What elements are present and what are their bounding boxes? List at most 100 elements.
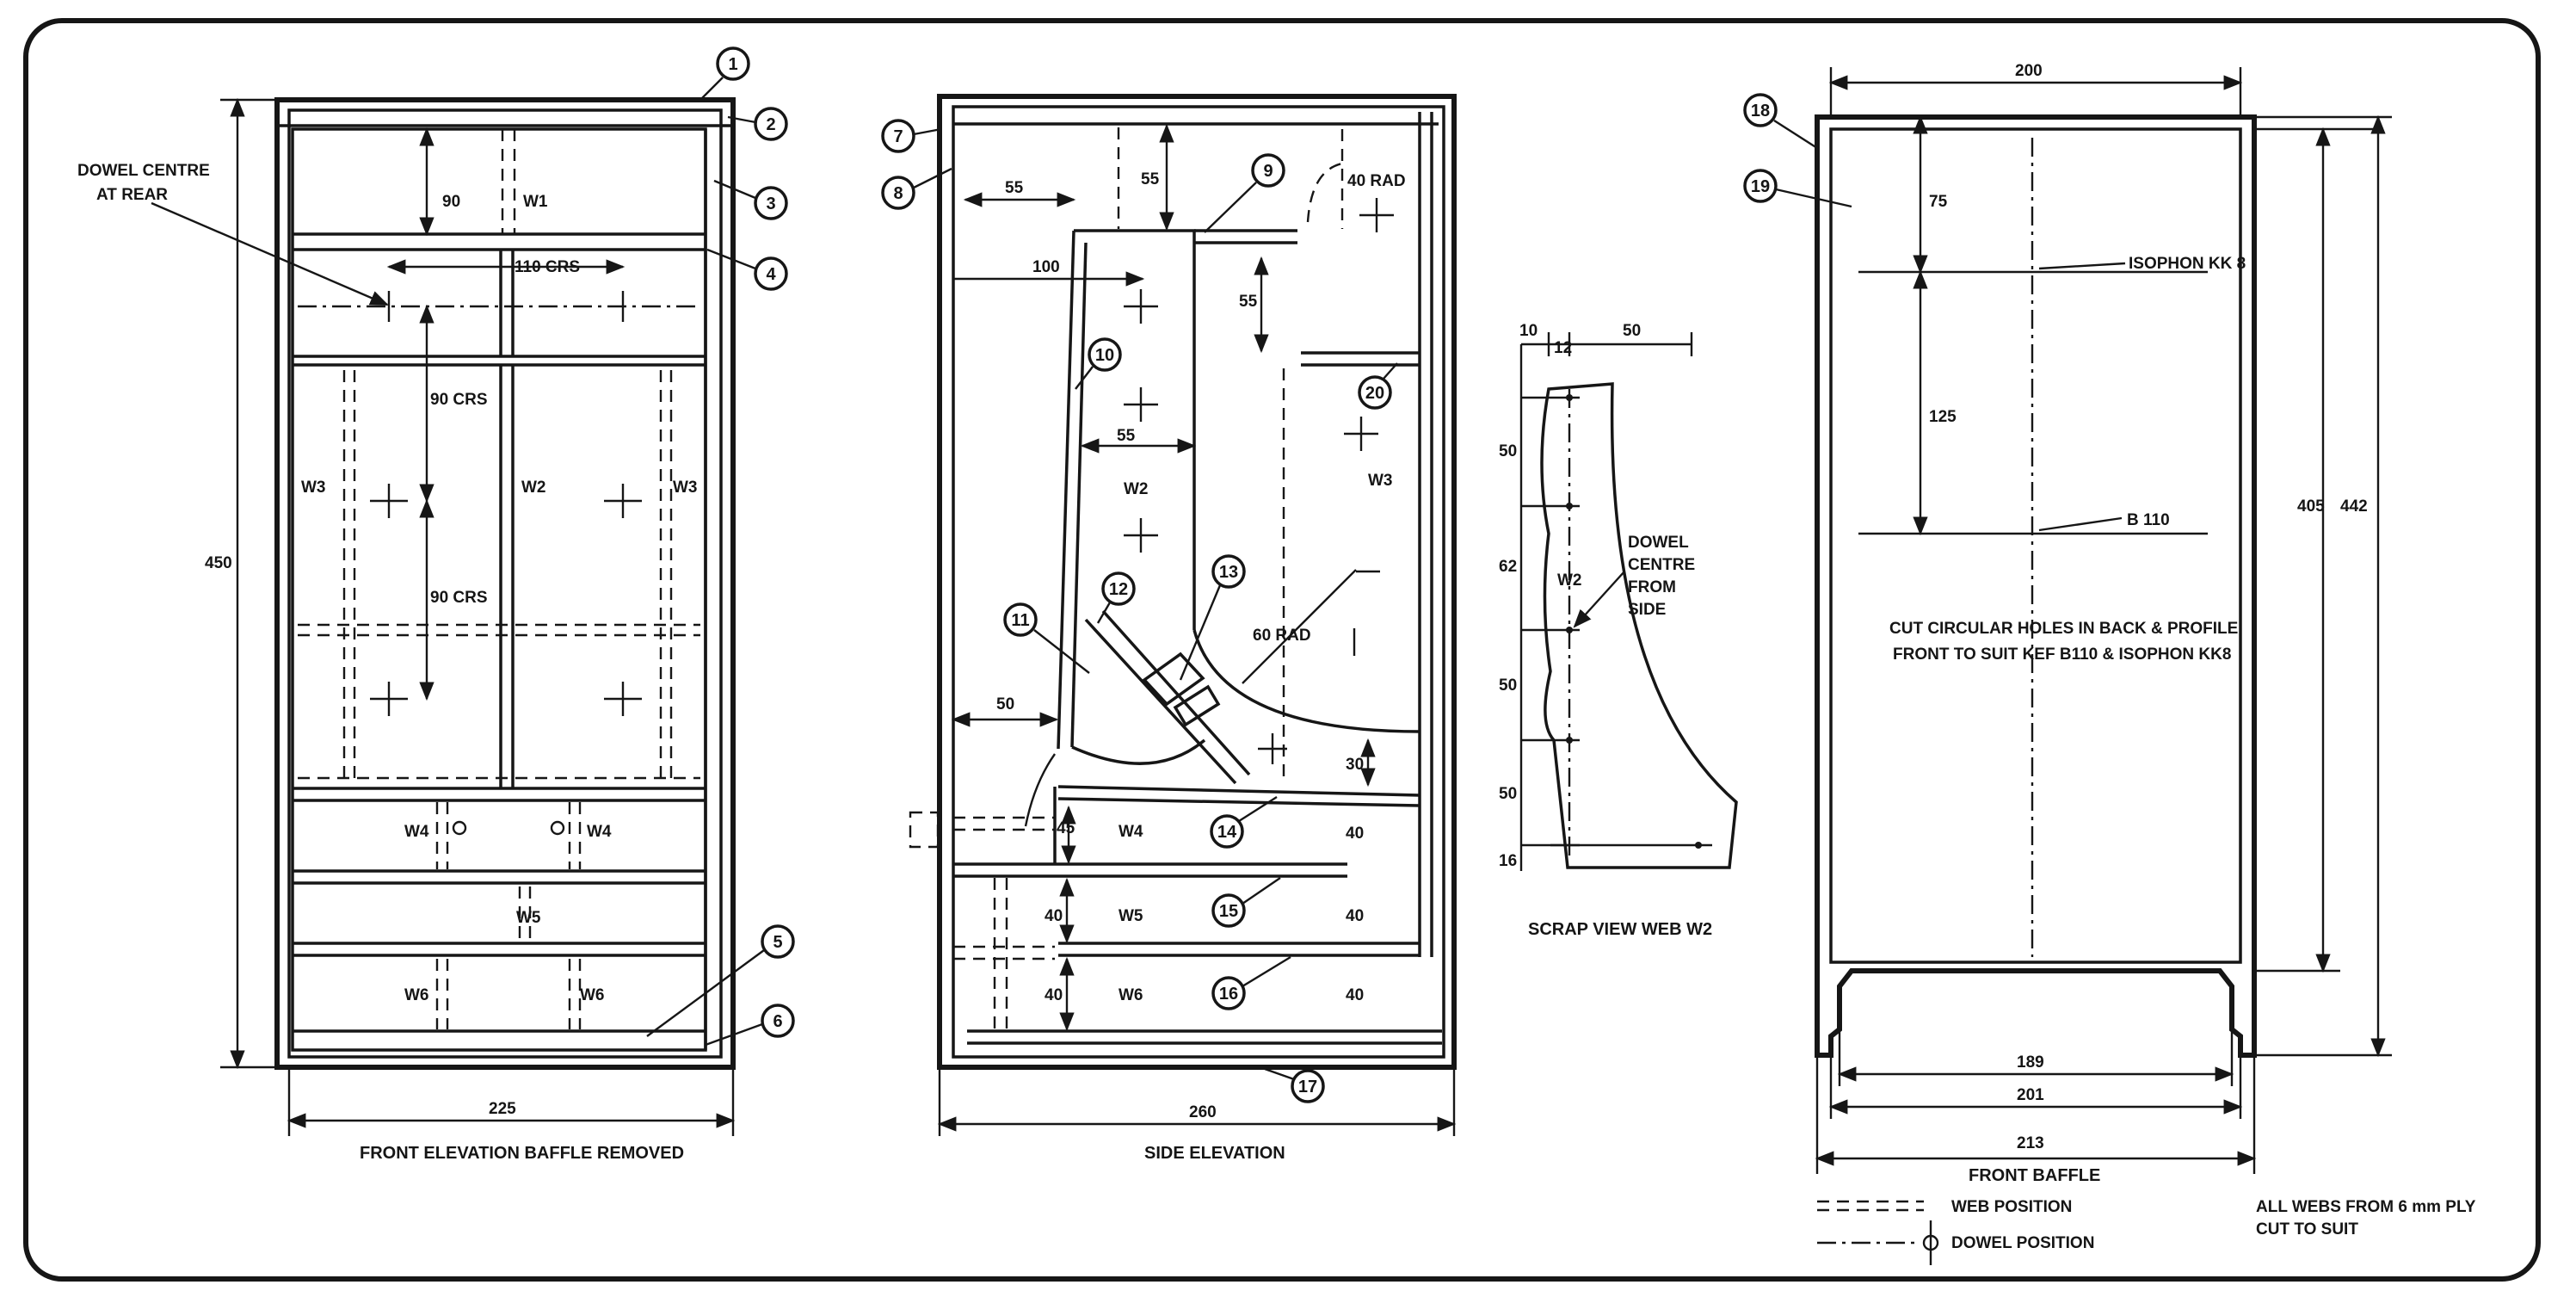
scrap-note-3: FROM: [1628, 578, 1676, 596]
callout-18: [1743, 93, 1778, 127]
baffle-dim-213: 213: [2017, 1134, 2044, 1152]
svg-text:14: 14: [1217, 823, 1237, 842]
callout-9: [1251, 153, 1285, 188]
side-dim-100: 100: [1032, 258, 1060, 276]
legend-web-position: WEB POSITION: [1951, 1198, 2072, 1216]
legend-dowel-position: DOWEL POSITION: [1951, 1234, 2094, 1252]
front-dim-90crs-b: 90 CRS: [430, 589, 488, 607]
callout-17: [1291, 1069, 1325, 1103]
front-web-w6-right: W6: [580, 986, 605, 1004]
front-web-w1: W1: [523, 193, 548, 211]
callout-2: [754, 107, 788, 141]
scrap-web-w2: W2: [1557, 571, 1582, 590]
svg-text:8: 8: [893, 184, 903, 203]
baffle-note-line1: CUT CIRCULAR HOLES IN BACK & PROFILE: [1889, 620, 2238, 638]
callout-13: [1211, 554, 1246, 589]
web-w2-profile: [1540, 382, 1738, 869]
baffle-dim-189: 189: [2017, 1053, 2044, 1072]
scrap-view-caption: SCRAP VIEW WEB W2: [1528, 920, 1712, 939]
front-elevation-caption: FRONT ELEVATION BAFFLE REMOVED: [360, 1144, 684, 1163]
svg-text:6: 6: [773, 1012, 782, 1031]
svg-text:1: 1: [728, 55, 737, 74]
side-dim-55-w2: 55: [1117, 427, 1136, 445]
baffle-dim-75: 75: [1929, 193, 1948, 211]
scrap-view-web-w2: 10 12 50 50 62 50 50 16 W2 DOWEL CENTRE …: [1499, 322, 1738, 939]
dowel-centre-note-line2: AT REAR: [96, 186, 168, 204]
callout-10: [1088, 337, 1122, 372]
scrap-dim-50-a: 50: [1499, 442, 1517, 460]
callout-11: [1003, 602, 1038, 637]
scrap-dim-50-b: 50: [1499, 676, 1517, 695]
svg-text:13: 13: [1219, 563, 1238, 582]
front-dim-90: 90: [442, 193, 460, 211]
svg-text:3: 3: [766, 195, 775, 213]
svg-text:9: 9: [1263, 162, 1273, 181]
side-web-w3: W3: [1368, 472, 1393, 490]
materials-note-line1: ALL WEBS FROM 6 mm PLY: [2256, 1198, 2476, 1216]
callout-12: [1101, 571, 1136, 606]
svg-text:11: 11: [1011, 611, 1029, 630]
scrap-dim-50-top: 50: [1623, 322, 1641, 340]
baffle-hole-isophon: ISOPHON KK 8: [2129, 255, 2246, 273]
baffle-dim-201: 201: [2017, 1086, 2044, 1104]
side-dim-55-mid: 55: [1239, 293, 1258, 311]
callout-20: [1358, 375, 1392, 410]
side-dim-50: 50: [996, 695, 1014, 713]
front-web-w3-left: W3: [301, 479, 326, 497]
svg-text:2: 2: [766, 115, 775, 134]
drawing-frame: [23, 18, 2541, 1282]
side-web-w4: W4: [1119, 823, 1143, 841]
svg-text:12: 12: [1109, 580, 1128, 599]
callout-5: [761, 924, 795, 959]
baffle-dim-405: 405: [2297, 497, 2325, 516]
side-web-w6: W6: [1119, 986, 1143, 1004]
front-baffle-caption: FRONT BAFFLE: [1969, 1166, 2100, 1185]
callout-16: [1211, 976, 1246, 1010]
front-elevation-view: 90 110 CRS 90 CRS 90 CRS 450 225 W1 W3 W…: [77, 46, 795, 1163]
side-rad-60: 60 RAD: [1253, 627, 1311, 645]
side-dim-55-vert: 55: [1141, 170, 1160, 188]
callout-4: [754, 256, 788, 291]
side-dim-40-c: 40: [1346, 986, 1364, 1004]
side-rad-40: 40 RAD: [1347, 172, 1406, 190]
scrap-dim-12: 12: [1554, 339, 1572, 357]
front-web-w4-left: W4: [404, 823, 429, 841]
callout-19: [1743, 169, 1778, 203]
side-dim-40-e: 40: [1045, 986, 1063, 1004]
front-web-w5: W5: [516, 909, 541, 927]
front-baffle-view: 75 125 ISOPHON KK 8 B 110 CUT CIRCULAR H…: [1743, 62, 2392, 1185]
callout-3: [754, 186, 788, 220]
front-cabinet-outline: [274, 97, 736, 1070]
scrap-note-2: CENTRE: [1628, 556, 1695, 574]
side-dim-30: 30: [1346, 756, 1364, 774]
front-web-w3-right: W3: [673, 479, 698, 497]
baffle-dim-442: 442: [2340, 497, 2368, 516]
baffle-outline: [1815, 114, 2257, 1058]
svg-text:4: 4: [766, 265, 776, 284]
side-web-w2: W2: [1124, 480, 1149, 498]
front-web-w2: W2: [521, 479, 546, 497]
baffle-dim-200: 200: [2015, 62, 2043, 80]
callout-14: [1210, 814, 1244, 849]
callout-15: [1211, 893, 1246, 928]
side-elevation-caption: SIDE ELEVATION: [1144, 1144, 1285, 1163]
svg-text:7: 7: [893, 127, 903, 146]
svg-text:18: 18: [1751, 102, 1770, 120]
materials-note-line2: CUT TO SUIT: [2256, 1220, 2358, 1238]
svg-text:16: 16: [1219, 985, 1238, 1004]
legend: WEB POSITION DOWEL POSITION: [1817, 1198, 2094, 1265]
front-width-dim: 225: [489, 1100, 516, 1118]
side-dim-40-b: 40: [1346, 907, 1364, 925]
front-dim-90crs-a: 90 CRS: [430, 391, 488, 409]
dowel-centre-note-line1: DOWEL CENTRE: [77, 162, 210, 180]
side-dim-55-top: 55: [1005, 179, 1024, 197]
front-web-w6-left: W6: [404, 986, 429, 1004]
side-dim-45: 45: [1057, 819, 1075, 837]
callout-1: [716, 46, 750, 81]
front-height-dim: 450: [205, 554, 232, 572]
scrap-dim-16: 16: [1499, 852, 1517, 870]
front-dim-110crs: 110 CRS: [515, 258, 580, 276]
svg-text:17: 17: [1298, 1078, 1317, 1096]
scrap-note-4: SIDE: [1628, 601, 1666, 619]
